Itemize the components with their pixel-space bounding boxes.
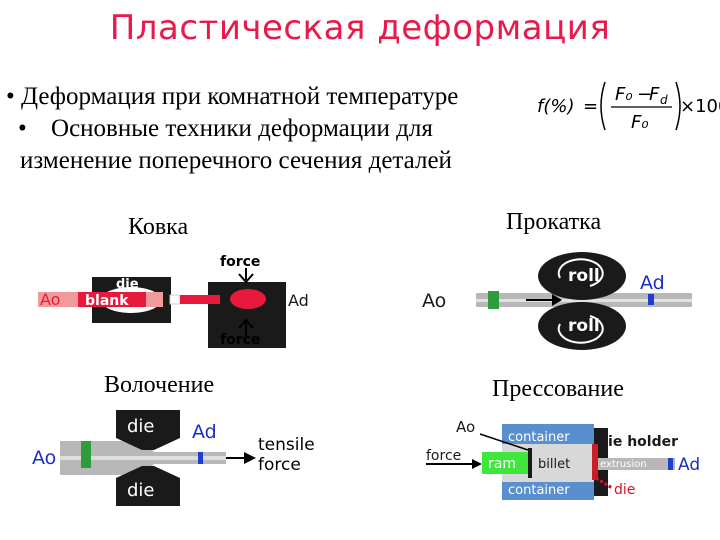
extrusion-diagram: container container ram billet extrusion… [426, 418, 700, 500]
caption-rolling: Прокатка [506, 209, 602, 235]
extrusion-marker-ad [668, 458, 673, 470]
extrusion-container-bottom-label: container [508, 483, 570, 498]
rolling-marker-ad [648, 294, 654, 305]
rolling-diagram: roll roll Ao Ad [422, 252, 692, 350]
formula-lhs: f(%) [537, 96, 575, 117]
extrusion-marker-a0 [528, 448, 532, 478]
forging-gap [169, 294, 181, 305]
extrusion-ad-label: Ad [678, 455, 700, 475]
forging-bulb [230, 289, 266, 309]
bullet-dot: • [6, 83, 15, 110]
forging-diagram: die blank Ao Ad force force [38, 254, 309, 348]
forging-force-bottom: force [220, 332, 260, 348]
formula-num-b-sub: d [660, 93, 668, 107]
drawing-tensile-line1: tensile [258, 435, 315, 455]
bullet-1-text: Деформация при комнатной температуре [21, 83, 459, 110]
formula-minus: − [637, 84, 652, 105]
extrusion-force-label: force [426, 448, 461, 464]
arrow-right-icon [472, 459, 482, 469]
bullet-2-text: Основные техники деформации для [51, 115, 433, 142]
bullet-3: изменение поперечного сечения деталей [20, 147, 452, 174]
arrow-up-icon [238, 318, 254, 329]
drawing-a0-label: Ao [32, 447, 56, 469]
rolling-ad-label: Ad [640, 272, 665, 294]
formula-tail: ×100 [680, 96, 720, 117]
caption-forging: Ковка [128, 214, 189, 240]
forging-ad-label: Ad [288, 291, 309, 310]
arrow-right-icon [552, 294, 562, 306]
drawing-ad-label: Ad [192, 421, 217, 443]
deformation-formula: f(%) = F₀ − F d F₀ ×100 [537, 81, 720, 133]
rotate-arrow-icon [557, 258, 604, 287]
bullet-1: • Деформация при комнатной температуре [6, 82, 458, 112]
roll-top-label: roll [568, 266, 600, 286]
arrow-right-icon [244, 452, 256, 464]
forging-die-label: die [116, 277, 139, 292]
bullet-2: • Основные техники деформации для [18, 114, 433, 144]
forging-rod [180, 295, 220, 304]
paren-left [600, 81, 606, 131]
arrow-down-icon [238, 273, 254, 284]
rotate-arrow-icon [557, 315, 604, 344]
drawing-die-bottom [116, 466, 180, 506]
formula-num-b: F [649, 84, 660, 105]
roll-bottom [538, 302, 626, 350]
formula-eq: = [583, 96, 598, 117]
caption-extrusion: Прессование [492, 376, 624, 402]
paren-right [675, 81, 681, 131]
drawing-tensile-line2: force [258, 455, 301, 475]
forging-a0-label: Ao [40, 290, 60, 309]
formula-den: F₀ [631, 112, 649, 133]
rolling-stock-highlight [476, 299, 692, 302]
roll-bottom-label: roll [568, 316, 600, 336]
drawing-wire-highlight [60, 456, 226, 460]
extrusion-ram-label: ram [488, 456, 516, 472]
extrusion-billet-label: billet [538, 457, 570, 472]
extrusion-ram [482, 452, 532, 474]
drawing-die-top [116, 410, 180, 450]
drawing-diagram: die die Ao Ad tensile force [32, 410, 315, 506]
extrusion-die-pointer [595, 476, 613, 490]
drawing-die-top-label: die [127, 416, 155, 437]
drawing-marker-a0 [81, 441, 91, 468]
extrusion-a0-pointer [479, 433, 529, 451]
forging-blank-label: blank [85, 293, 129, 309]
extrusion-die [592, 444, 598, 480]
extrusion-product-label: extrusion [600, 459, 647, 470]
extrusion-product [598, 458, 675, 470]
drawing-marker-ad [198, 452, 203, 464]
extrusion-container-top-label: container [508, 430, 570, 445]
extrusion-die-holder-label: die holder [598, 434, 678, 450]
rolling-marker-a0 [488, 291, 499, 309]
formula-num-a: F₀ [615, 84, 633, 105]
caption-drawing: Волочение [104, 372, 215, 398]
forging-blank [78, 292, 146, 307]
roll-top [538, 252, 626, 300]
extrusion-a0-label: Ao [456, 418, 475, 436]
extrusion-die-label: die [614, 482, 635, 498]
rolling-a0-label: Ao [422, 290, 446, 312]
forging-force-top: force [220, 254, 260, 270]
bullet-dot: • [18, 115, 27, 142]
drawing-die-bottom-label: die [127, 480, 155, 501]
page-title: Пластическая деформация [109, 8, 611, 48]
